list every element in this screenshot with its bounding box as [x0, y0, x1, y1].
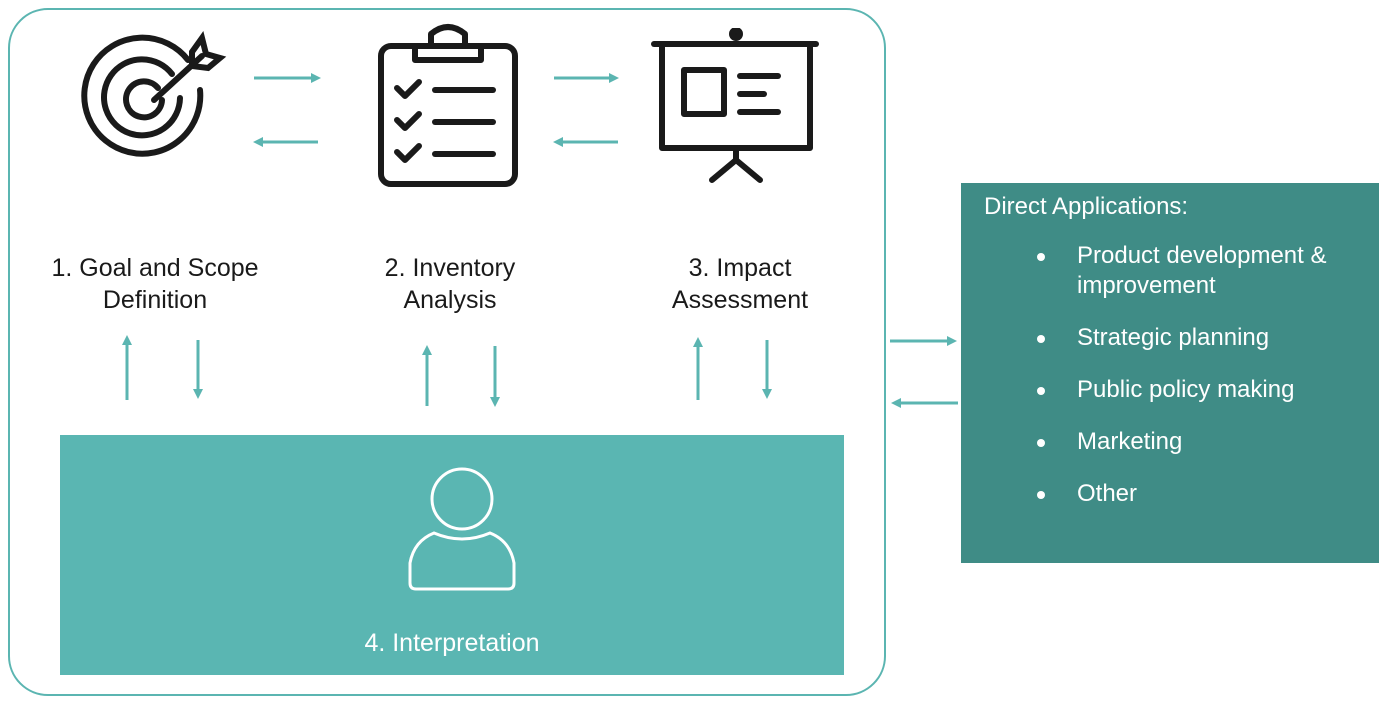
applications-list: Product development & improvement Strate… — [961, 241, 1379, 531]
lca-framework-frame — [8, 8, 886, 696]
presentation-board-icon — [651, 28, 819, 183]
list-item: Strategic planning — [961, 323, 1379, 353]
step-3-label: 3. Impact Assessment — [671, 254, 809, 314]
target-icon — [81, 30, 227, 157]
list-item: Marketing — [961, 427, 1379, 457]
interpretation-label: 4. Interpretation — [364, 629, 540, 657]
step-2-label: 2. Inventory Analysis — [384, 254, 516, 314]
step-1-label: 1. Goal and Scope Definition — [51, 254, 259, 314]
list-item: Product development & improvement — [961, 241, 1379, 301]
applications-title: Direct Applications: — [984, 193, 1189, 220]
interpretation-box: 4. Interpretation — [60, 435, 844, 675]
list-item: Other — [961, 479, 1379, 509]
list-item: Public policy making — [961, 375, 1379, 405]
clipboard-checklist-icon — [378, 24, 518, 187]
direct-applications-box: Direct Applications: Product development… — [961, 183, 1379, 563]
person-icon — [408, 467, 516, 591]
